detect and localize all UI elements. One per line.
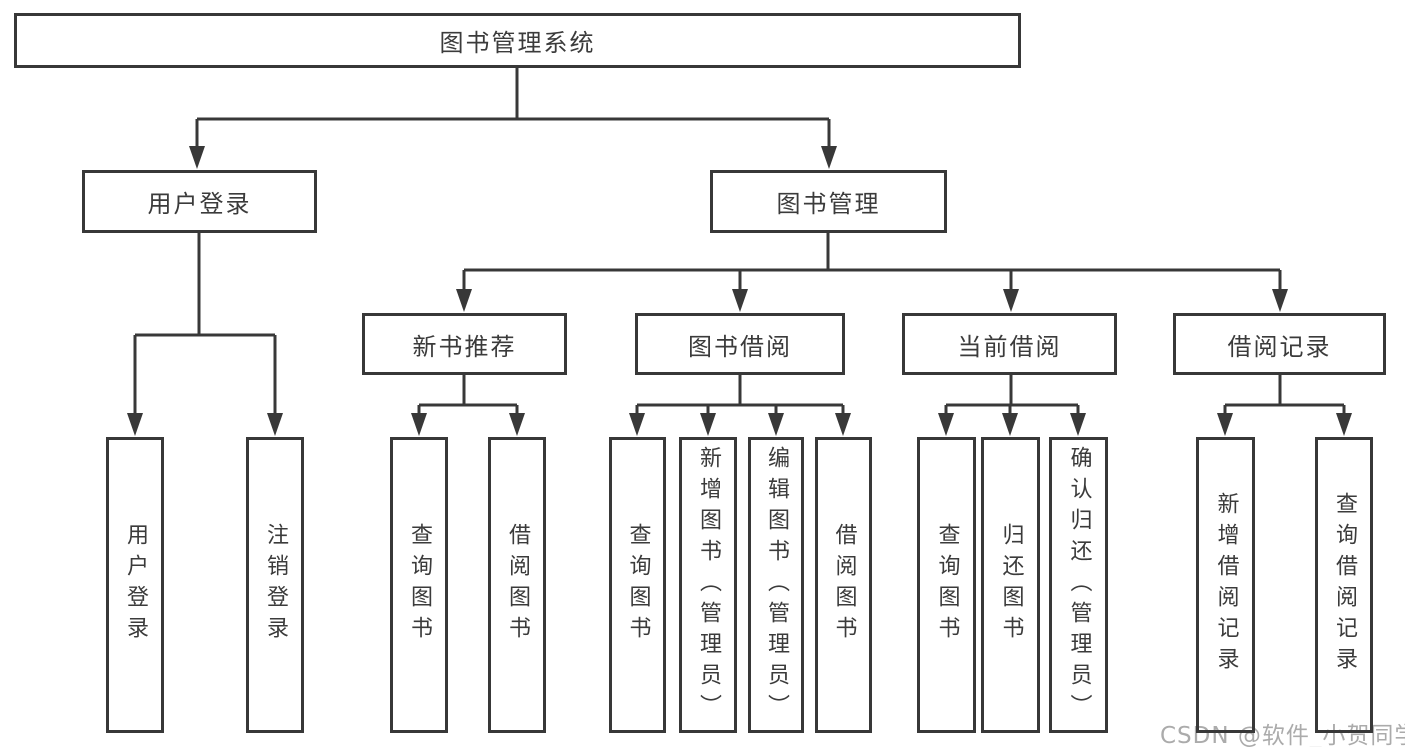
leaf-edit-book-admin-label: 编辑图书（管理员） xyxy=(764,445,789,725)
connector-paths xyxy=(133,68,1346,428)
leaf-query-borrow-record: 查询借阅记录 xyxy=(1315,437,1373,733)
leaf-add-borrow-record: 新增借阅记录 xyxy=(1196,437,1255,733)
leaf-query-books-current: 查询图书 xyxy=(917,437,976,733)
leaf-logout-login: 注销登录 xyxy=(246,437,304,733)
node-user-login-label: 用户登录 xyxy=(147,190,252,218)
leaf-query-books-borrow: 查询图书 xyxy=(609,437,666,733)
leaf-return-books: 归还图书 xyxy=(981,437,1040,733)
node-book-borrow: 图书借阅 xyxy=(635,313,845,375)
leaf-borrow-books-recommend-label: 借阅图书 xyxy=(505,523,530,647)
csdn-watermark: CSDN @软件_小贺同学 xyxy=(1160,723,1405,747)
leaf-logout-login-label: 注销登录 xyxy=(263,523,288,647)
leaf-borrow-books: 借阅图书 xyxy=(815,437,872,733)
node-current-borrow: 当前借阅 xyxy=(902,313,1117,375)
leaf-edit-book-admin: 编辑图书（管理员） xyxy=(748,437,804,733)
leaf-add-book-admin: 新增图书（管理员） xyxy=(679,437,737,733)
node-book-management: 图书管理 xyxy=(710,170,947,233)
leaf-return-books-label: 归还图书 xyxy=(998,523,1024,647)
leaf-borrow-books-label: 借阅图书 xyxy=(831,523,857,647)
leaf-confirm-return-admin: 确认归还（管理员） xyxy=(1049,437,1108,733)
node-user-login: 用户登录 xyxy=(82,170,317,233)
leaf-add-book-admin-label: 新增图书（管理员） xyxy=(696,445,721,725)
node-borrow-records-label: 借阅记录 xyxy=(1227,332,1332,361)
node-new-book-recommend-label: 新书推荐 xyxy=(412,332,517,361)
node-library-system-label: 图书管理系统 xyxy=(439,29,596,57)
leaf-user-login-label: 用户登录 xyxy=(123,523,148,647)
leaf-add-borrow-record-label: 新增借阅记录 xyxy=(1213,492,1239,678)
node-book-borrow-label: 图书借阅 xyxy=(688,332,792,361)
leaf-borrow-books-recommend: 借阅图书 xyxy=(488,437,546,733)
leaf-user-login: 用户登录 xyxy=(106,437,164,733)
leaf-query-books-recommend-label: 查询图书 xyxy=(407,523,432,647)
node-book-management-label: 图书管理 xyxy=(776,190,881,218)
node-borrow-records: 借阅记录 xyxy=(1173,313,1386,375)
leaf-query-books-recommend: 查询图书 xyxy=(390,437,448,733)
node-new-book-recommend: 新书推荐 xyxy=(362,313,567,375)
leaf-confirm-return-admin-label: 确认归还（管理员） xyxy=(1066,445,1092,725)
leaf-query-books-current-label: 查询图书 xyxy=(934,523,960,647)
leaf-query-borrow-record-label: 查询借阅记录 xyxy=(1332,492,1357,678)
node-current-borrow-label: 当前借阅 xyxy=(957,332,1062,361)
node-library-system: 图书管理系统 xyxy=(14,13,1021,68)
leaf-query-books-borrow-label: 查询图书 xyxy=(625,523,651,647)
